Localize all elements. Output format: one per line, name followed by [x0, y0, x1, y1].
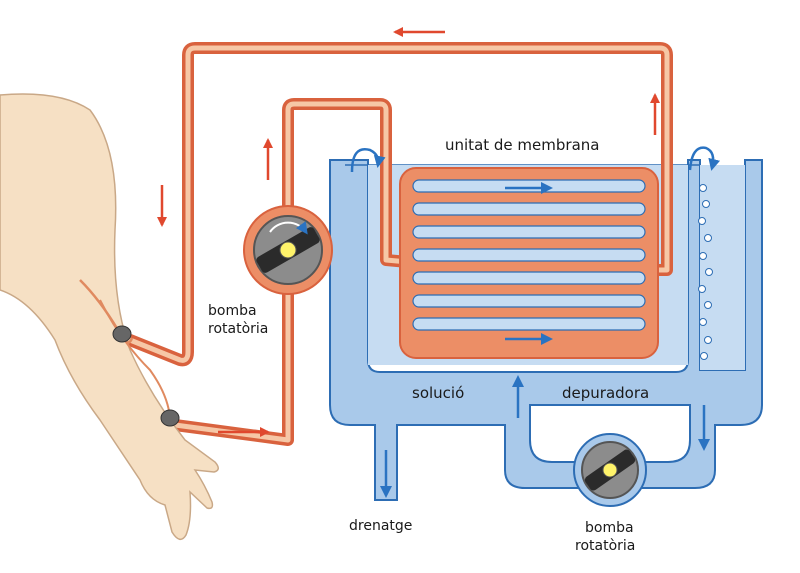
- membrane-unit: [399, 167, 659, 359]
- label-membrane-unit: unitat de membrana: [445, 136, 599, 154]
- label-purifier: depuradora: [562, 384, 649, 402]
- pump-bottom: [573, 433, 647, 507]
- arrow-curl-left: [350, 148, 386, 173]
- label-solution: solució: [412, 384, 464, 402]
- label-pump-bottom-line1: bomba: [585, 520, 634, 536]
- label-pump-left-line1: bomba: [208, 303, 257, 319]
- arrow-curl-right: [688, 146, 721, 171]
- patient-arm: [0, 93, 219, 541]
- bubbles: [698, 184, 713, 360]
- label-pump-left-line2: rotatòria: [208, 321, 268, 337]
- blood-flow-arrows: [157, 27, 660, 437]
- label-drain: drenatge: [349, 518, 412, 534]
- blood-outflow-tube: [124, 42, 673, 367]
- pump-left: [243, 205, 333, 295]
- label-pump-bottom-line2: rotatòria: [575, 538, 635, 554]
- fluid-flow-arrows: [350, 146, 721, 498]
- blood-return-tube: [169, 98, 414, 446]
